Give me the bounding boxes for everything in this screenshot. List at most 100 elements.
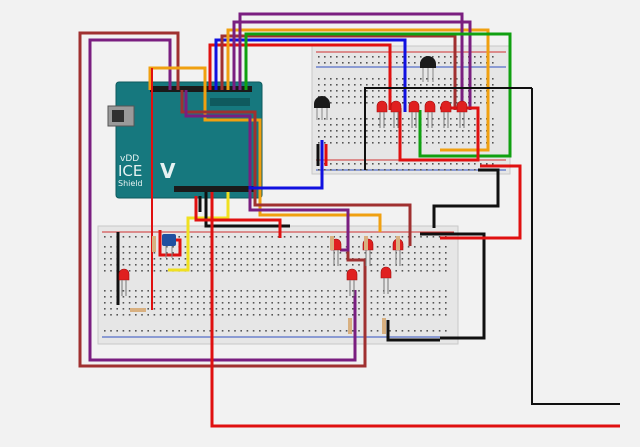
breadboard-hole [384, 118, 386, 120]
breadboard-hole [128, 252, 131, 254]
breadboard-hole [376, 258, 379, 260]
breadboard-hole [383, 314, 385, 316]
breadboard-hole [360, 136, 362, 138]
breadboard-hole [277, 296, 280, 298]
breadboard-hole [456, 78, 458, 80]
breadboard-hole [401, 302, 404, 304]
breadboard-hole [330, 84, 332, 86]
breadboard-hole [444, 163, 446, 165]
wire-black-right-upper [432, 168, 500, 228]
breadboard-hole [234, 308, 236, 310]
breadboard-hole [354, 142, 356, 144]
breadboard-hole [277, 236, 280, 238]
breadboard-hole [327, 314, 329, 316]
breadboard-hole [265, 330, 267, 332]
wire-black-board [204, 192, 290, 228]
breadboard-hole [153, 252, 156, 254]
breadboard-hole [420, 90, 422, 92]
breadboard-hole [333, 296, 335, 298]
breadboard-hole [308, 264, 311, 266]
breadboard-hole [339, 314, 342, 316]
led-top-6 [456, 100, 468, 128]
breadboard-hole [426, 96, 428, 98]
breadboard-hole [110, 296, 112, 298]
breadboard-hole [339, 290, 342, 292]
breadboard-hole [178, 258, 180, 260]
top-leds [376, 100, 468, 128]
top-transistors [314, 56, 436, 120]
breadboard-hole [432, 330, 435, 332]
breadboard-hole [444, 62, 446, 64]
breadboard-hole [474, 142, 476, 144]
breadboard-hole [128, 270, 131, 272]
breadboard-hole [308, 314, 311, 316]
breadboard-hole [456, 96, 458, 98]
breadboard-hole [271, 308, 273, 310]
breadboard-hole [438, 302, 441, 304]
breadboard-hole [172, 246, 174, 248]
resistor-6 [364, 236, 368, 250]
breadboard-hole [384, 142, 386, 144]
wire-green-top [244, 32, 512, 158]
breadboard-hole [354, 169, 356, 171]
breadboard-hole [492, 124, 494, 126]
breadboard-hole [354, 56, 356, 58]
breadboard-hole [384, 136, 386, 138]
breadboard-hole [445, 314, 447, 316]
breadboard-hole [318, 142, 320, 144]
breadboard-hole [480, 102, 482, 104]
breadboard-hole [190, 314, 193, 316]
breadboard-hole [336, 90, 338, 92]
breadboard-hole [265, 264, 267, 266]
breadboard-hole [426, 314, 428, 316]
breadboard-hole [389, 264, 391, 266]
breadboard-hole [401, 330, 404, 332]
breadboard-hole [450, 102, 452, 104]
breadboard-hole [324, 136, 326, 138]
breadboard-hole [336, 118, 338, 120]
breadboard-hole [110, 264, 112, 266]
breadboard-hole [407, 246, 410, 248]
breadboard-hole [389, 314, 391, 316]
breadboard-hole [209, 308, 211, 310]
usb-port [112, 110, 124, 122]
breadboard-hole [265, 270, 267, 272]
breadboard-hole [358, 252, 360, 254]
breadboard-hole [296, 258, 298, 260]
breadboard-hole [345, 302, 348, 304]
breadboard-hole [396, 118, 398, 120]
breadboard-hole [389, 296, 391, 298]
breadboard-hole [314, 252, 317, 254]
breadboard-hole [321, 270, 323, 272]
breadboard-hole [336, 136, 338, 138]
breadboard-hole [445, 270, 447, 272]
breadboard-hole [348, 124, 350, 126]
breadboard-hole [321, 236, 323, 238]
breadboard-hole [166, 258, 168, 260]
breadboard-hole [228, 330, 230, 332]
breadboard-hole [190, 296, 193, 298]
breadboard-hole [383, 258, 385, 260]
breadboard-hole [468, 169, 470, 171]
breadboard-hole [378, 142, 380, 144]
breadboard-hole [296, 296, 298, 298]
breadboard-hole [407, 302, 410, 304]
breadboard-hole [104, 258, 106, 260]
breadboard-hole [414, 78, 416, 80]
breadboard-hole [172, 308, 174, 310]
breadboard-hole [432, 314, 435, 316]
breadboard-hole [159, 290, 162, 292]
breadboard-hole [203, 290, 205, 292]
breadboard-hole [474, 84, 476, 86]
breadboard-hole [110, 252, 112, 254]
breadboard-hole [383, 246, 385, 248]
breadboard-hole [342, 124, 344, 126]
breadboard-hole [104, 296, 106, 298]
breadboard-hole [327, 290, 329, 292]
resistors [130, 236, 400, 334]
breadboard-hole [330, 96, 332, 98]
breadboard-hole [209, 296, 211, 298]
breadboard-hole [265, 302, 267, 304]
wire-purple-top [232, 20, 472, 110]
breadboard-hole [318, 90, 320, 92]
